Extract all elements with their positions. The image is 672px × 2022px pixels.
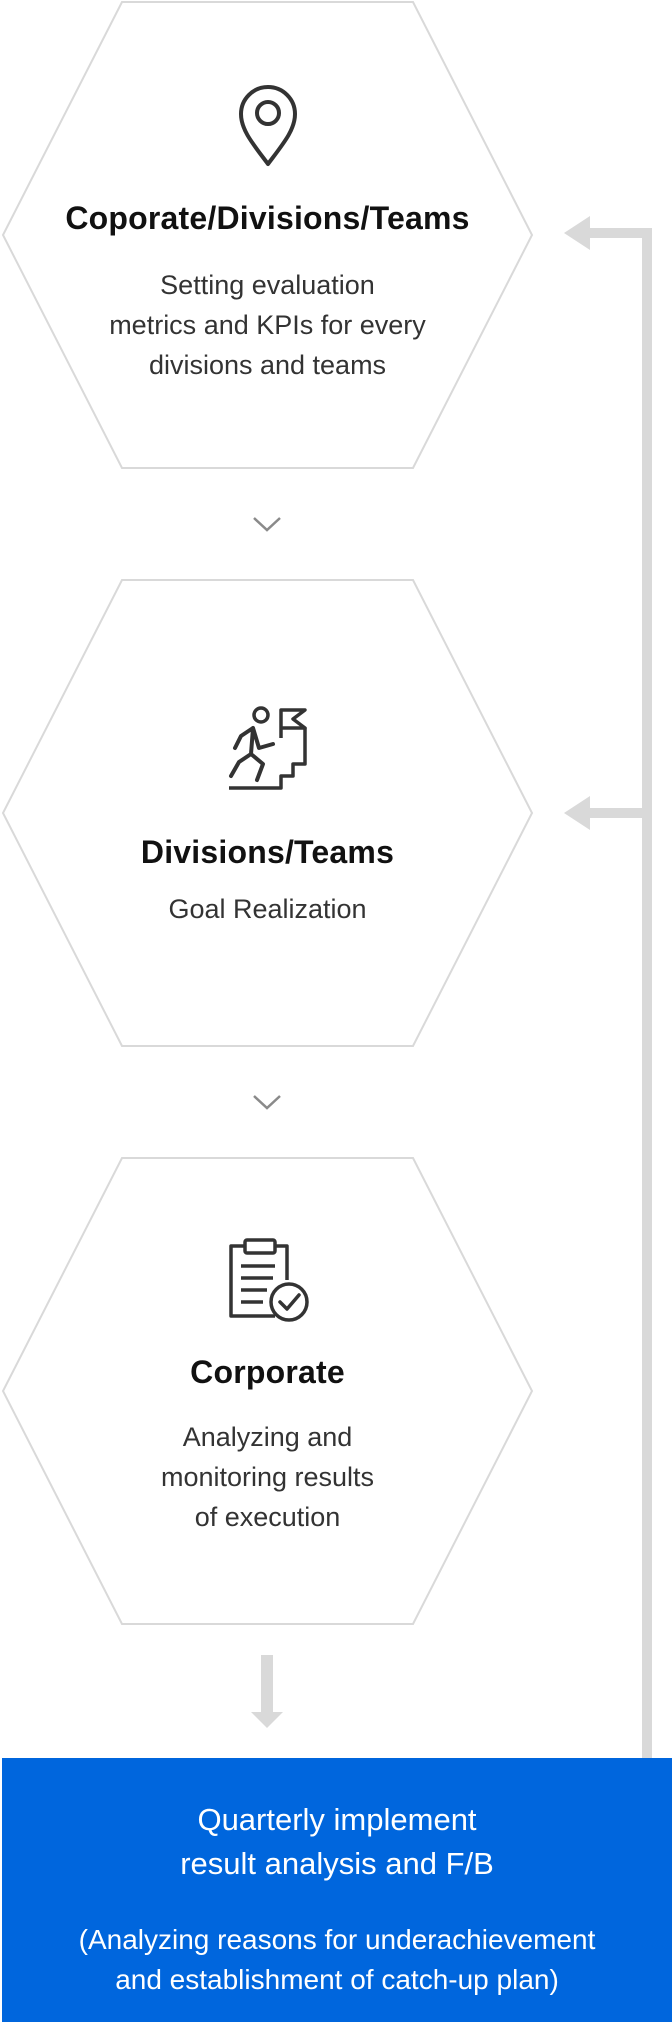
result-analysis-box: Quarterly implement result analysis and …: [2, 1758, 672, 2022]
step-description-line: Goal Realization: [168, 894, 367, 924]
step-hexagon-3: Corporate Analyzing and monitoring resul…: [0, 1156, 535, 1626]
clipboard-check-icon: [60, 1236, 475, 1326]
chevron-down-icon: [253, 1095, 281, 1110]
step-description-line: monitoring results: [160, 1462, 375, 1492]
chevron-down-icon: [253, 517, 281, 532]
hexagon-outline: [1, 1157, 534, 1625]
step-description-line: divisions and teams: [148, 350, 387, 380]
location-pin-icon: [60, 78, 475, 168]
step-hexagon-2: Divisions/Teams Goal Realization: [0, 578, 535, 1048]
hexagon-outline: [1, 1, 534, 469]
step-title: Corporate: [190, 1354, 345, 1390]
result-title-line: result analysis and F/B: [180, 1846, 494, 1881]
result-note: (Analyzing reasons for underachievement …: [2, 1920, 672, 2000]
result-title: Quarterly implement result analysis and …: [2, 1798, 672, 1886]
step-description-line: of execution: [194, 1502, 341, 1532]
step-description-line: Analyzing and: [182, 1422, 353, 1452]
step-title: Divisions/Teams: [140, 834, 395, 870]
result-note-line: and establishment of catch-up plan): [115, 1964, 559, 1995]
hexagon-outline: [1, 579, 534, 1047]
climbing-stairs-flag-icon: [60, 704, 475, 794]
step-title: Coporate/Divisions/Teams: [65, 200, 470, 236]
step-hexagon-1: Coporate/Divisions/Teams Setting evaluat…: [0, 0, 535, 470]
result-title-line: Quarterly implement: [197, 1802, 477, 1837]
step-description-line: Setting evaluation: [160, 270, 375, 300]
step-description-line: metrics and KPIs for every: [109, 310, 426, 340]
result-note-line: (Analyzing reasons for underachievement: [78, 1924, 596, 1955]
